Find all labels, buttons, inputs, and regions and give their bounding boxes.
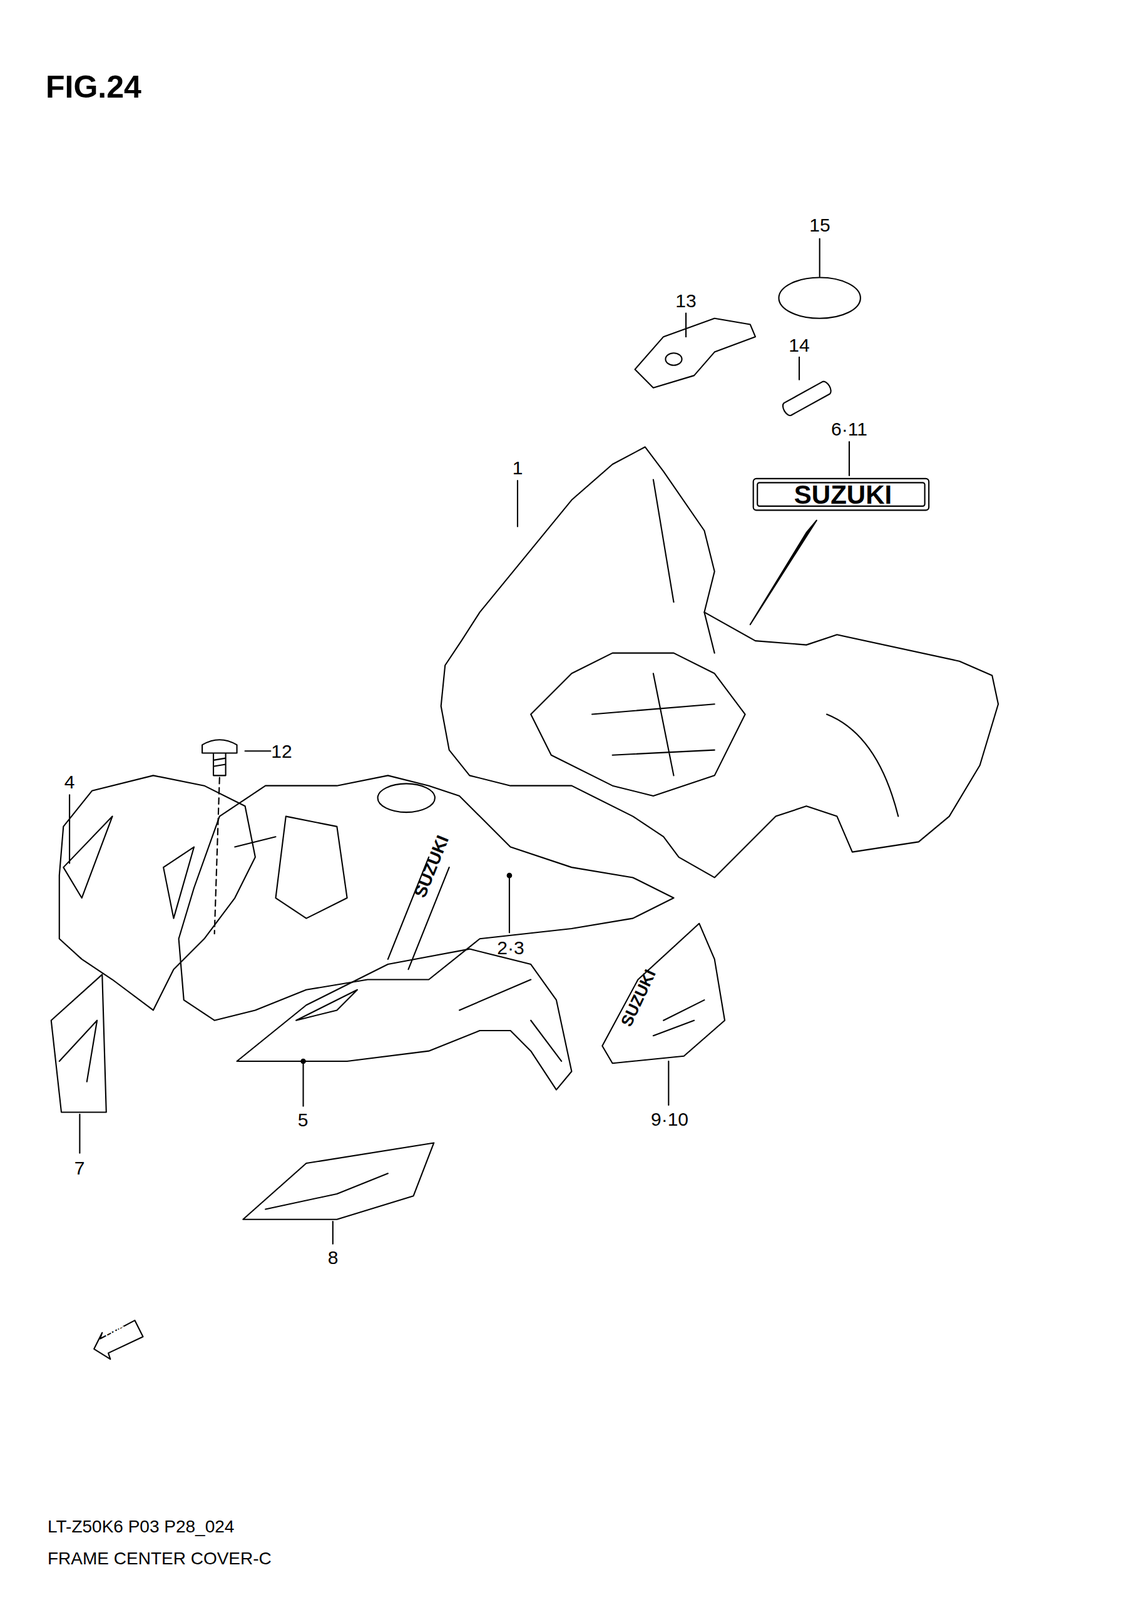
callout-number: 5 xyxy=(296,1108,311,1131)
tube-part xyxy=(782,381,832,416)
callout-number: 14 xyxy=(786,334,812,357)
arrow-text: FWD xyxy=(102,1322,130,1344)
leader-line xyxy=(667,1061,670,1106)
caption-line: FRAME CENTER COVER-C xyxy=(45,1548,274,1570)
o-ring xyxy=(778,277,860,319)
assembly-line xyxy=(214,777,220,935)
callout-number: 8 xyxy=(326,1246,341,1269)
seat-base xyxy=(530,653,745,797)
decal-text: SUZUKI xyxy=(615,965,661,1032)
leader-line xyxy=(508,875,511,933)
leader-line xyxy=(68,794,71,864)
fender-contour xyxy=(653,479,899,817)
holder-part xyxy=(635,318,756,389)
decal-text: SUZUKI xyxy=(792,480,894,511)
tank-opening xyxy=(378,783,435,813)
fender-contour xyxy=(296,980,562,1062)
front-fender-cover xyxy=(237,949,573,1091)
callout-number: 2·3 xyxy=(495,936,526,959)
caption-line: LT-Z50K6 P03 P28_024 xyxy=(45,1517,236,1538)
leader-line xyxy=(302,1061,304,1107)
decal xyxy=(602,923,725,1064)
rear-fender xyxy=(441,446,999,878)
callout-number: 13 xyxy=(673,289,698,312)
leader-line xyxy=(819,239,821,277)
leader-dot xyxy=(301,1059,306,1064)
front-fender-graphic xyxy=(63,816,195,919)
leader-line xyxy=(516,480,519,527)
figure-title: FIG.24 xyxy=(45,70,142,105)
front-fender xyxy=(59,775,256,1011)
leader-line xyxy=(685,313,687,338)
bolt xyxy=(202,739,237,776)
decal-text: SUZUKI xyxy=(409,831,455,903)
leader-line xyxy=(798,357,800,380)
callout-number: 4 xyxy=(62,771,77,793)
callout-number: 1 xyxy=(510,456,526,479)
callout-number: 6·11 xyxy=(829,418,870,440)
forward-arrow xyxy=(93,1320,143,1360)
pointer-wedge xyxy=(750,520,817,625)
leader-line xyxy=(332,1221,334,1245)
leader-line xyxy=(78,1114,81,1154)
leader-line xyxy=(848,441,850,476)
leader-line xyxy=(245,750,271,752)
center-cover xyxy=(178,775,675,1021)
callout-number: 7 xyxy=(72,1157,87,1180)
callout-number: 12 xyxy=(269,740,294,763)
leader-dot xyxy=(507,873,512,879)
decal xyxy=(242,1142,434,1220)
callout-number: 9·10 xyxy=(648,1108,691,1131)
callout-number: 15 xyxy=(807,214,832,236)
sticker-outline xyxy=(753,478,929,511)
decal xyxy=(51,974,107,1113)
